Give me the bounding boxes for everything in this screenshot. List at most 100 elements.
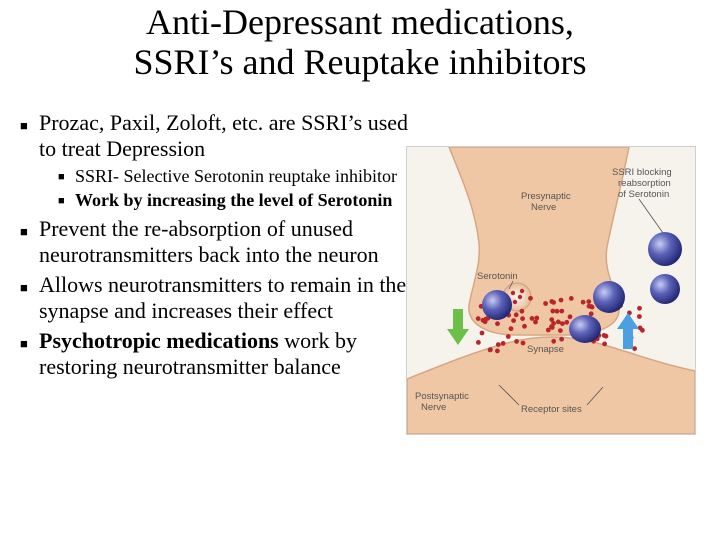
serotonin-dot <box>568 296 574 301</box>
serotonin-dot <box>520 340 526 346</box>
serotonin-dot <box>549 317 555 322</box>
serotonin-dot <box>510 290 516 296</box>
sub-bullet-text: Work by increasing the level of Serotoni… <box>75 190 393 210</box>
label-synapse: Synapse <box>527 344 564 355</box>
serotonin-dot <box>550 308 556 314</box>
label-ssri-blocking: SSRI blocking <box>612 167 672 178</box>
serotonin-dot <box>589 304 595 310</box>
ssri-pills <box>482 232 682 343</box>
serotonin-dot <box>520 316 525 321</box>
serotonin-dot <box>554 308 560 314</box>
bullet-2: ■ Prevent the re-absorption of unused ne… <box>20 216 420 268</box>
bullet-marker: ■ <box>20 280 28 295</box>
serotonin-dot <box>519 308 525 314</box>
bullet-text: Prozac, Paxil, Zoloft, etc. are SSRI’s u… <box>39 110 409 161</box>
serotonin-dot <box>519 288 525 294</box>
bullet-marker: ■ <box>58 195 65 207</box>
sub-bullet-1: ■ SSRI- Selective Serotonin reuptake inh… <box>58 166 420 186</box>
bullet-marker: ■ <box>20 336 28 351</box>
bullet-marker: ■ <box>58 171 65 183</box>
serotonin-dot <box>545 327 551 333</box>
slide-title: Anti-Depressant medications, SSRI’s and … <box>0 2 720 82</box>
serotonin-dot <box>543 301 548 306</box>
serotonin-dot <box>637 314 642 319</box>
serotonin-dot <box>637 325 643 331</box>
label-of-serotonin: of Serotonin <box>618 189 669 200</box>
serotonin-dot <box>564 319 570 325</box>
serotonin-dot <box>495 348 500 354</box>
serotonin-dot <box>476 340 481 345</box>
serotonin-dot <box>475 316 481 321</box>
title-line-2: SSRI’s and Reuptake inhibitors <box>133 42 587 82</box>
serotonin-dot <box>534 315 540 321</box>
bullet-marker: ■ <box>20 118 28 133</box>
label-postsynaptic-nerve: Nerve <box>421 402 446 413</box>
sub-bullet-text: SSRI- Selective Serotonin reuptake inhib… <box>75 166 397 186</box>
synapse-illustration: SSRI blocking reabsorption of Serotonin … <box>406 146 696 435</box>
bullet-text: Allows neurotransmitters to remain in th… <box>39 272 407 323</box>
label-postsynaptic: Postsynaptic <box>415 391 469 402</box>
serotonin-dot <box>588 311 594 317</box>
serotonin-dot <box>632 346 637 351</box>
serotonin-dot <box>511 318 516 323</box>
sub-bullet-2: ■ Work by increasing the level of Seroto… <box>58 190 420 210</box>
ssri-pill <box>650 274 680 304</box>
serotonin-dot <box>517 294 523 300</box>
presynaptic-nerve-shape <box>448 147 630 336</box>
serotonin-dot <box>558 328 563 333</box>
synapse-diagram: SSRI blocking reabsorption of Serotonin … <box>407 147 695 434</box>
serotonin-dot <box>495 342 501 347</box>
bullet-4: ■ Psychotropic medications work by resto… <box>20 328 420 380</box>
serotonin-dot <box>487 347 493 353</box>
serotonin-dot <box>549 299 555 304</box>
serotonin-dot <box>551 321 556 326</box>
serotonin-dots <box>475 288 645 354</box>
label-presynaptic-nerve: Nerve <box>531 202 556 213</box>
serotonin-dot <box>559 336 564 342</box>
serotonin-dot <box>513 312 519 318</box>
bullet-1: ■ Prozac, Paxil, Zoloft, etc. are SSRI’s… <box>20 110 420 162</box>
serotonin-dot <box>514 339 519 344</box>
serotonin-dot <box>567 314 573 320</box>
serotonin-dot <box>558 297 564 303</box>
label-serotonin: Serotonin <box>477 271 518 282</box>
label-reabsorption: reabsorption <box>618 178 671 189</box>
bullet-text: work by restoring neurotransmitter balan… <box>39 328 357 379</box>
right-arrow <box>617 313 639 349</box>
bullet-list: ■ Prozac, Paxil, Zoloft, etc. are SSRI’s… <box>20 110 420 380</box>
serotonin-dot <box>522 323 527 329</box>
serotonin-dot <box>560 321 565 326</box>
bullet-3: ■ Allows neurotransmitters to remain in … <box>20 272 420 324</box>
serotonin-dot <box>602 341 607 347</box>
serotonin-dot <box>495 321 500 327</box>
serotonin-dot <box>479 330 485 336</box>
serotonin-dot <box>601 333 607 338</box>
serotonin-dot <box>512 299 518 305</box>
sub-bullet-list: ■ SSRI- Selective Serotonin reuptake inh… <box>58 166 420 210</box>
serotonin-dot <box>529 316 535 321</box>
serotonin-dot <box>551 338 557 344</box>
ssri-pill <box>569 315 601 343</box>
serotonin-dot <box>555 319 561 325</box>
bullet-marker: ■ <box>20 224 28 239</box>
postsynaptic-nerve-shape <box>407 336 695 434</box>
ssri-pill <box>648 232 682 266</box>
serotonin-dot <box>505 334 511 339</box>
serotonin-dot <box>500 341 506 346</box>
serotonin-dot <box>533 319 538 325</box>
serotonin-dot <box>559 308 565 314</box>
bullet-bold-text: Psychotropic medications <box>39 328 279 353</box>
serotonin-dot <box>528 295 533 301</box>
label-receptor-sites: Receptor sites <box>521 404 582 415</box>
bullet-text: Prevent the re-absorption of unused neur… <box>39 216 379 267</box>
serotonin-dot <box>580 299 586 305</box>
title-line-1: Anti-Depressant medications, <box>146 2 574 42</box>
label-presynaptic: Presynaptic <box>521 191 571 202</box>
ssri-pill <box>482 290 512 320</box>
serotonin-dot <box>508 326 514 332</box>
left-arrow <box>447 309 469 345</box>
serotonin-dot <box>480 317 486 323</box>
serotonin-dot <box>637 305 642 311</box>
ssri-pill <box>593 281 625 313</box>
serotonin-dot <box>586 299 592 304</box>
